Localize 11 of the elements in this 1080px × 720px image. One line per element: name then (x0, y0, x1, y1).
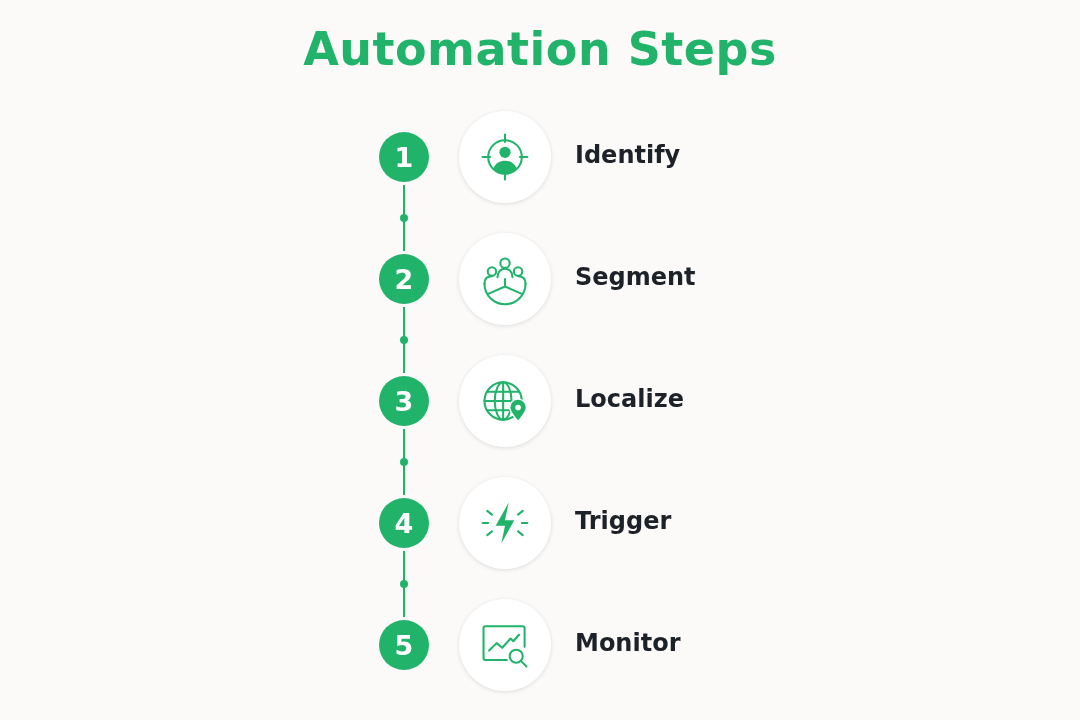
step-label: Trigger (575, 507, 672, 535)
step-number: 3 (379, 376, 429, 426)
title: Automation Steps (303, 22, 777, 76)
step-number: 1 (379, 132, 429, 182)
step-label: Identify (575, 141, 681, 169)
step-label: Monitor (575, 629, 681, 657)
step-number: 4 (379, 498, 429, 548)
step-label: Localize (575, 385, 684, 413)
step-label: Segment (575, 263, 696, 291)
step-number: 2 (379, 254, 429, 304)
step-number: 5 (379, 620, 429, 670)
